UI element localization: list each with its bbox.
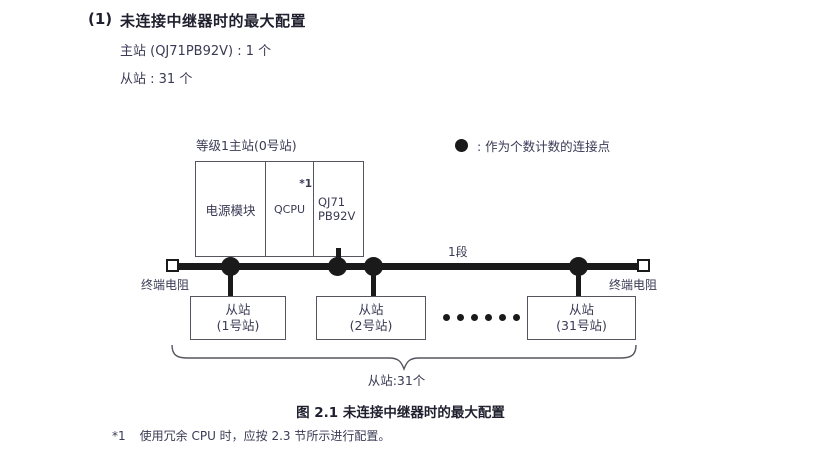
slave-station-name: 从站	[225, 301, 251, 317]
ellipsis-dot-icon	[443, 314, 450, 321]
section-number: (1)	[88, 10, 113, 28]
ellipsis-dot-icon	[499, 314, 506, 321]
segment-label: 1段	[448, 245, 468, 259]
master-count-line: 主站 (QJ71PB92V) : 1 个	[120, 44, 272, 59]
legend: : 作为个数计数的连接点	[455, 136, 610, 155]
legend-label: : 作为个数计数的连接点	[477, 139, 611, 154]
slave-station-box: 从站 (2号站)	[316, 296, 426, 340]
terminator-right-icon	[637, 259, 650, 272]
figure-caption: 图 2.1 未连接中继器时的最大配置	[0, 401, 821, 421]
master-station-label: 等级1主站(0号站)	[196, 138, 297, 153]
brace-label: 从站:31个	[0, 370, 821, 389]
ellipsis-dot-icon	[457, 314, 464, 321]
slave-drop-line	[228, 266, 233, 298]
slave-station-number: (1号站)	[216, 318, 260, 333]
slave-station-box: 从站 (31号站)	[527, 296, 636, 340]
slave-station-number: (2号站)	[349, 318, 393, 333]
cpu-module: QCPU *1	[266, 162, 314, 256]
network-module-line1: QJ71	[318, 194, 346, 209]
footnote-mark: *1	[112, 429, 126, 443]
ellipsis-dot-icon	[471, 314, 478, 321]
network-module: QJ71 PB92V	[314, 162, 363, 256]
slave-station-name: 从站	[568, 301, 594, 317]
ellipsis-dot-icon	[485, 314, 492, 321]
terminator-left-label: 终端电阻	[141, 278, 190, 292]
page-title: 未连接中继器时的最大配置	[120, 12, 307, 30]
slave-group-brace	[170, 344, 640, 371]
bus-trunk-line	[176, 263, 640, 270]
terminator-right-label: 终端电阻	[609, 278, 658, 292]
slave-drop-line	[371, 266, 376, 298]
footnote: *1 使用冗余 CPU 时，应按 2.3 节所示进行配置。	[112, 427, 390, 444]
master-module-rack: 电源模块 QCPU *1 QJ71 PB92V	[195, 161, 364, 257]
slave-drop-line	[576, 266, 581, 298]
footnote-marker: *1	[299, 178, 312, 190]
slave-station-number: (31号站)	[556, 318, 607, 333]
footnote-text: 使用冗余 CPU 时，应按 2.3 节所示进行配置。	[139, 429, 391, 443]
terminator-left-icon	[166, 259, 179, 272]
network-module-line2: PB92V	[318, 209, 356, 223]
ellipsis-dot-icon	[513, 314, 520, 321]
power-supply-module: 电源模块	[196, 162, 266, 256]
ellipsis-dots	[443, 314, 520, 321]
figure-caption-text: 图 2.1 未连接中继器时的最大配置	[296, 405, 505, 421]
connection-point-icon	[455, 139, 468, 152]
brace-label-text: 从站:31个	[367, 373, 426, 388]
cpu-module-label: QCPU	[273, 202, 306, 216]
slave-station-box: 从站 (1号站)	[190, 296, 286, 340]
connection-point-icon	[328, 257, 347, 276]
slave-station-name: 从站	[358, 301, 384, 317]
slave-count-line: 从站 : 31 个	[120, 72, 193, 87]
